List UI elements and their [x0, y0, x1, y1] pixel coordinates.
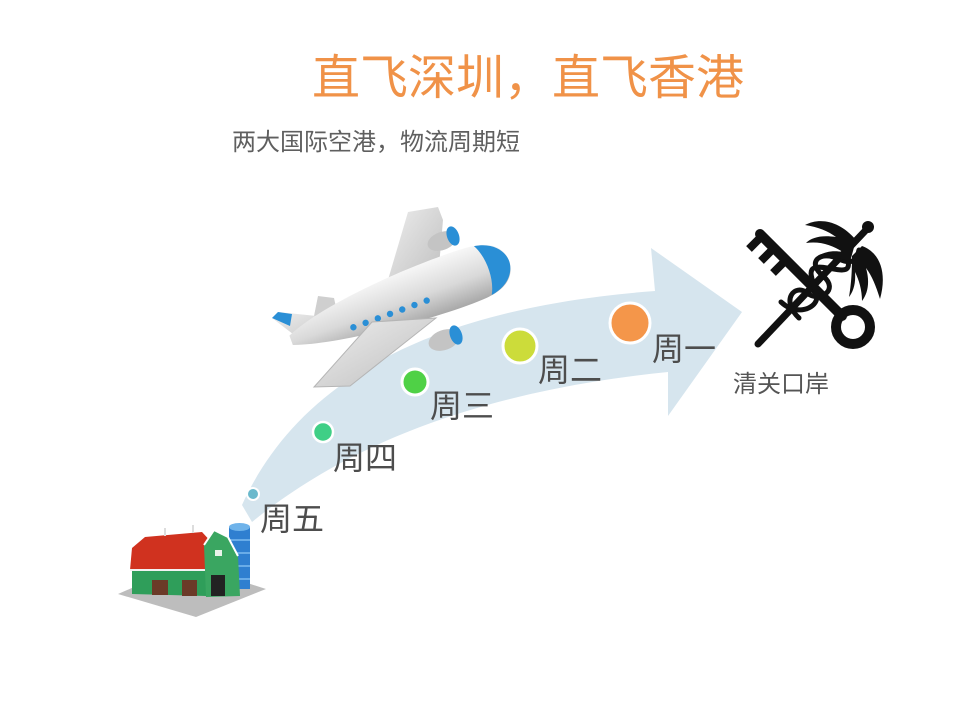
airplane-icon [272, 207, 511, 388]
airplane-window [399, 306, 406, 313]
key-tooth [758, 245, 777, 264]
barn-icon [118, 523, 266, 617]
barn-gable-window [215, 550, 222, 556]
step-dot-4 [608, 301, 652, 345]
airplane-window [350, 324, 357, 331]
barn-door [152, 580, 168, 595]
airplane-tail-tip [272, 312, 292, 326]
airplane-near-wing [312, 317, 438, 388]
slide-subtitle: 两大国际空港，物流周期短 [232, 128, 520, 156]
step-label-1: 周四 [333, 439, 398, 477]
step-dot-2 [400, 367, 430, 397]
silo-top [229, 523, 250, 531]
barn-door [182, 580, 197, 596]
key-bow [831, 305, 875, 349]
key-tooth [770, 257, 789, 276]
airplane-window [362, 319, 369, 327]
step-label-2: 周三 [430, 387, 495, 425]
airplane-window [374, 315, 382, 322]
airplane-near-engine-intake [449, 325, 463, 345]
caduceus-wing-left [805, 221, 856, 262]
barn-gable-door [211, 575, 225, 596]
step-dot-1 [311, 420, 335, 444]
key-shaft [755, 229, 847, 321]
step-dot-0 [246, 487, 260, 501]
step-label-3: 周二 [538, 351, 603, 389]
airplane-nose [473, 245, 511, 296]
step-label-0: 周五 [260, 500, 325, 538]
barn-roof [130, 532, 214, 570]
step-dot-3 [501, 327, 539, 365]
airplane-window [423, 297, 430, 304]
barn-gable-trim [203, 528, 239, 557]
airplane-far-engine-intake [446, 226, 460, 246]
airplane-window [386, 310, 394, 318]
caduceus-wing-right [849, 246, 883, 301]
caduceus-knob [862, 221, 874, 233]
key-tooth [746, 233, 765, 252]
destination-label: 清关口岸 [733, 370, 829, 398]
airplane-window [411, 301, 418, 309]
airplane-fuselage [289, 244, 511, 346]
airplane-fuselage-group [289, 244, 511, 346]
slide-title: 直飞深圳，直飞香港 [312, 50, 745, 106]
customs-emblem-icon [746, 221, 883, 349]
step-label-4: 周一 [652, 330, 717, 368]
